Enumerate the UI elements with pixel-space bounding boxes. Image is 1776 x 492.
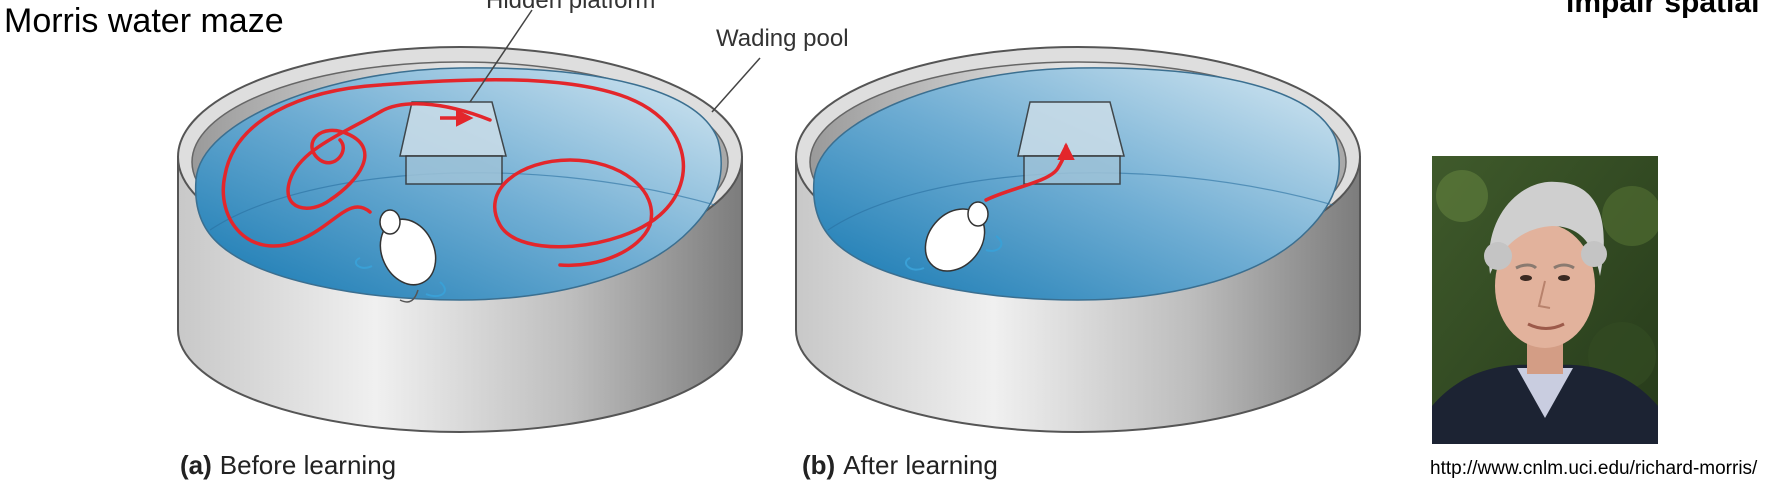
swim-path-direct	[984, 142, 1075, 202]
photo-credit-url: http://www.cnlm.uci.edu/richard-morris/	[1430, 458, 1758, 479]
portrait-photo	[1432, 156, 1658, 444]
pool-before-learning	[177, 46, 743, 433]
wading-pool-leader	[711, 57, 761, 113]
caption-b: (b)After learning	[802, 450, 998, 481]
hidden-platform-a	[399, 101, 507, 185]
swim-path-long	[221, 77, 686, 268]
hidden-platform-leader	[469, 9, 533, 103]
caption-a-letter: (a)	[180, 450, 212, 480]
caption-a-text: Before learning	[219, 450, 397, 480]
caption-a: (a)Before learning	[180, 450, 396, 481]
hidden-platform-label: Hidden platform	[486, 0, 655, 14]
cropped-heading: impair spatial	[1566, 0, 1760, 19]
slide-title: Morris water maze	[4, 2, 284, 40]
pool-after-learning	[795, 46, 1361, 433]
rat-a	[354, 209, 446, 303]
rat-b	[905, 201, 1003, 272]
wading-pool-label: Wading pool	[716, 25, 849, 52]
caption-b-text: After learning	[843, 450, 998, 480]
hidden-platform-b	[1017, 101, 1125, 185]
caption-b-letter: (b)	[802, 450, 836, 480]
